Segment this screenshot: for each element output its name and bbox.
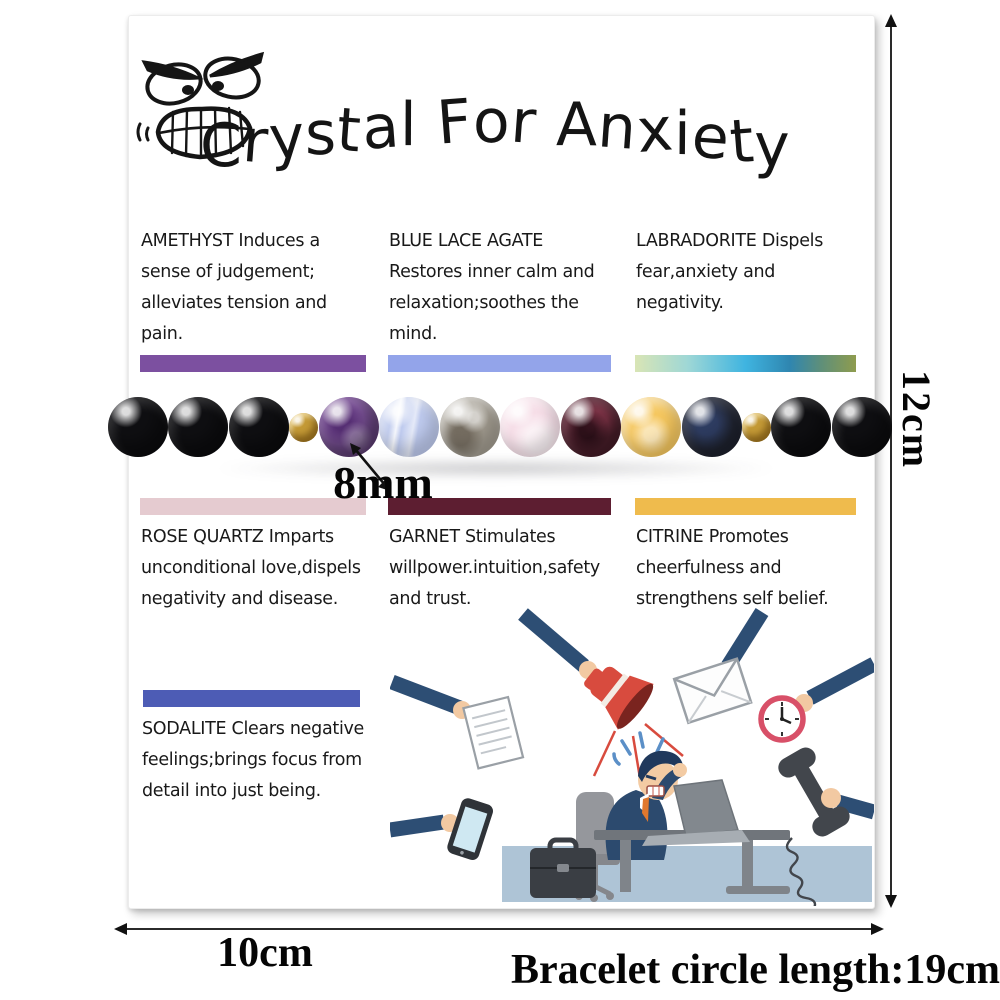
bead-black-onyx (831, 397, 892, 457)
bead-size-arrow (350, 443, 390, 491)
motion-dash (145, 126, 150, 142)
crystal-description-citrine: CITRINE Promotes cheerfulness and streng… (636, 527, 829, 609)
crystal-description-rose-quartz: ROSE QUARTZ Imparts unconditional love,d… (141, 527, 361, 609)
bead-black-onyx (168, 397, 229, 457)
width-label: 10cm (217, 930, 313, 976)
height-label: 12cm (894, 370, 939, 470)
color-bar-blue-lace-agate (388, 355, 611, 372)
papers-icon (390, 674, 525, 770)
color-bar-sodalite (143, 690, 360, 707)
phone-cord (785, 837, 817, 906)
crystal-description-sodalite: SODALITE Clears negative feelings;brings… (142, 719, 365, 801)
color-bar-rose-quartz (140, 498, 366, 515)
crystal-description-labradorite: LABRADORITE Dispels fear,anxiety and neg… (636, 231, 824, 313)
left-eyebrow (141, 60, 204, 80)
color-bar-citrine (635, 498, 856, 515)
envelope-icon (672, 608, 769, 725)
angry-face-doodle (136, 51, 265, 160)
bead-rose-quartz (500, 397, 561, 457)
page-title: Crystal For Anxiety (200, 86, 791, 182)
right-eyebrow (209, 51, 265, 78)
bead-sodalite (681, 397, 742, 457)
bead-labradorite (439, 397, 500, 457)
clock-icon (758, 657, 874, 743)
crystal-description-blue-lace-agate: BLUE LACE AGATE Restores inner calm and … (389, 231, 595, 344)
color-bar-labradorite (635, 355, 856, 372)
height-arrow (885, 14, 897, 908)
bead-gold-spacer (289, 412, 319, 442)
megaphone-icon (518, 608, 654, 730)
color-bar-amethyst (140, 355, 366, 372)
bead-garnet (560, 397, 621, 457)
hand (821, 788, 841, 808)
phone-handset-icon (778, 747, 874, 906)
width-arrow (114, 923, 884, 935)
motion-dash (136, 122, 142, 142)
crystal-description-garnet: GARNET Stimulates willpower.intuition,sa… (389, 527, 600, 609)
bead-citrine (621, 397, 682, 457)
bead-amethyst (318, 397, 379, 457)
stress-illustration (390, 608, 874, 906)
tie (642, 797, 649, 822)
left-pupil (182, 85, 194, 95)
briefcase-icon (530, 837, 596, 898)
crystal-description-amethyst: AMETHYST Induces a sense of judgement; a… (141, 231, 327, 344)
bead-black-onyx (108, 397, 168, 457)
smartphone-icon (390, 798, 493, 860)
sweat-drops (612, 731, 665, 766)
laptop-icon (642, 779, 750, 846)
bracelet-image (108, 393, 892, 461)
bead-blue-lace-agate (379, 397, 440, 457)
bead-black-onyx (228, 397, 289, 457)
bracelet-shadow (118, 458, 874, 484)
right-pupil (212, 81, 224, 91)
grin-mouth (155, 106, 253, 160)
bead-black-onyx (771, 397, 832, 457)
color-bar-garnet (388, 498, 611, 515)
bead-size-label: 8mm (333, 457, 433, 508)
circumference-label: Bracelet circle length:19cm (510, 947, 1000, 993)
bead-gold-spacer (741, 412, 771, 442)
